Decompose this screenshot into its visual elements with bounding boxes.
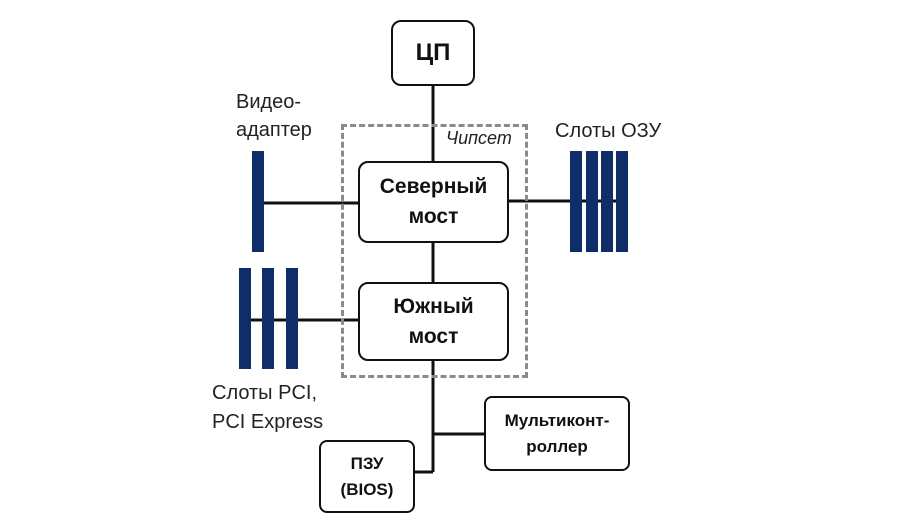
- ram-slot-4: [616, 151, 628, 252]
- cpu-label: ЦП: [415, 39, 451, 66]
- pci-slot-3: [286, 268, 298, 369]
- cpu-box: ЦП: [391, 20, 475, 86]
- multicontroller-box: Мультиконт- роллер: [484, 396, 630, 471]
- chipset-label: Чипсет: [446, 128, 512, 148]
- ram-slots-label: Слоты ОЗУ: [555, 120, 662, 142]
- video-adapter-label: Видео- адаптер: [236, 88, 316, 144]
- ram-slot-3: [601, 151, 613, 252]
- pci-slot-2: [262, 268, 274, 369]
- southbridge-line2: мост: [408, 324, 459, 348]
- northbridge-box: Северный мост: [358, 161, 509, 243]
- southbridge-line1: Южный: [393, 294, 474, 318]
- southbridge-box: Южный мост: [358, 282, 509, 361]
- ram-slot-2: [586, 151, 598, 252]
- northbridge-line1: Северный: [379, 175, 488, 198]
- pci-label-line1: Слоты PCI,: [212, 382, 318, 404]
- northbridge-line2: мост: [408, 205, 459, 228]
- pci-label-line2: PCI Express: [212, 411, 324, 433]
- video-adapter-slot: [252, 151, 264, 252]
- rom-box: ПЗУ (BIOS): [319, 440, 415, 513]
- rom-line2: (BIOS): [340, 479, 394, 499]
- rom-line1: ПЗУ: [350, 453, 384, 473]
- multicontroller-line2: роллер: [526, 436, 588, 456]
- chipset-boundary: [341, 124, 528, 378]
- pci-slots-label: Слоты PCI, PCI Express: [212, 379, 342, 437]
- video-label-line2: адаптер: [236, 119, 312, 141]
- pci-slot-1: [239, 268, 251, 369]
- multicontroller-line1: Мультиконт-: [504, 410, 610, 430]
- ram-slot-1: [570, 151, 582, 252]
- video-label-line1: Видео-: [236, 91, 302, 113]
